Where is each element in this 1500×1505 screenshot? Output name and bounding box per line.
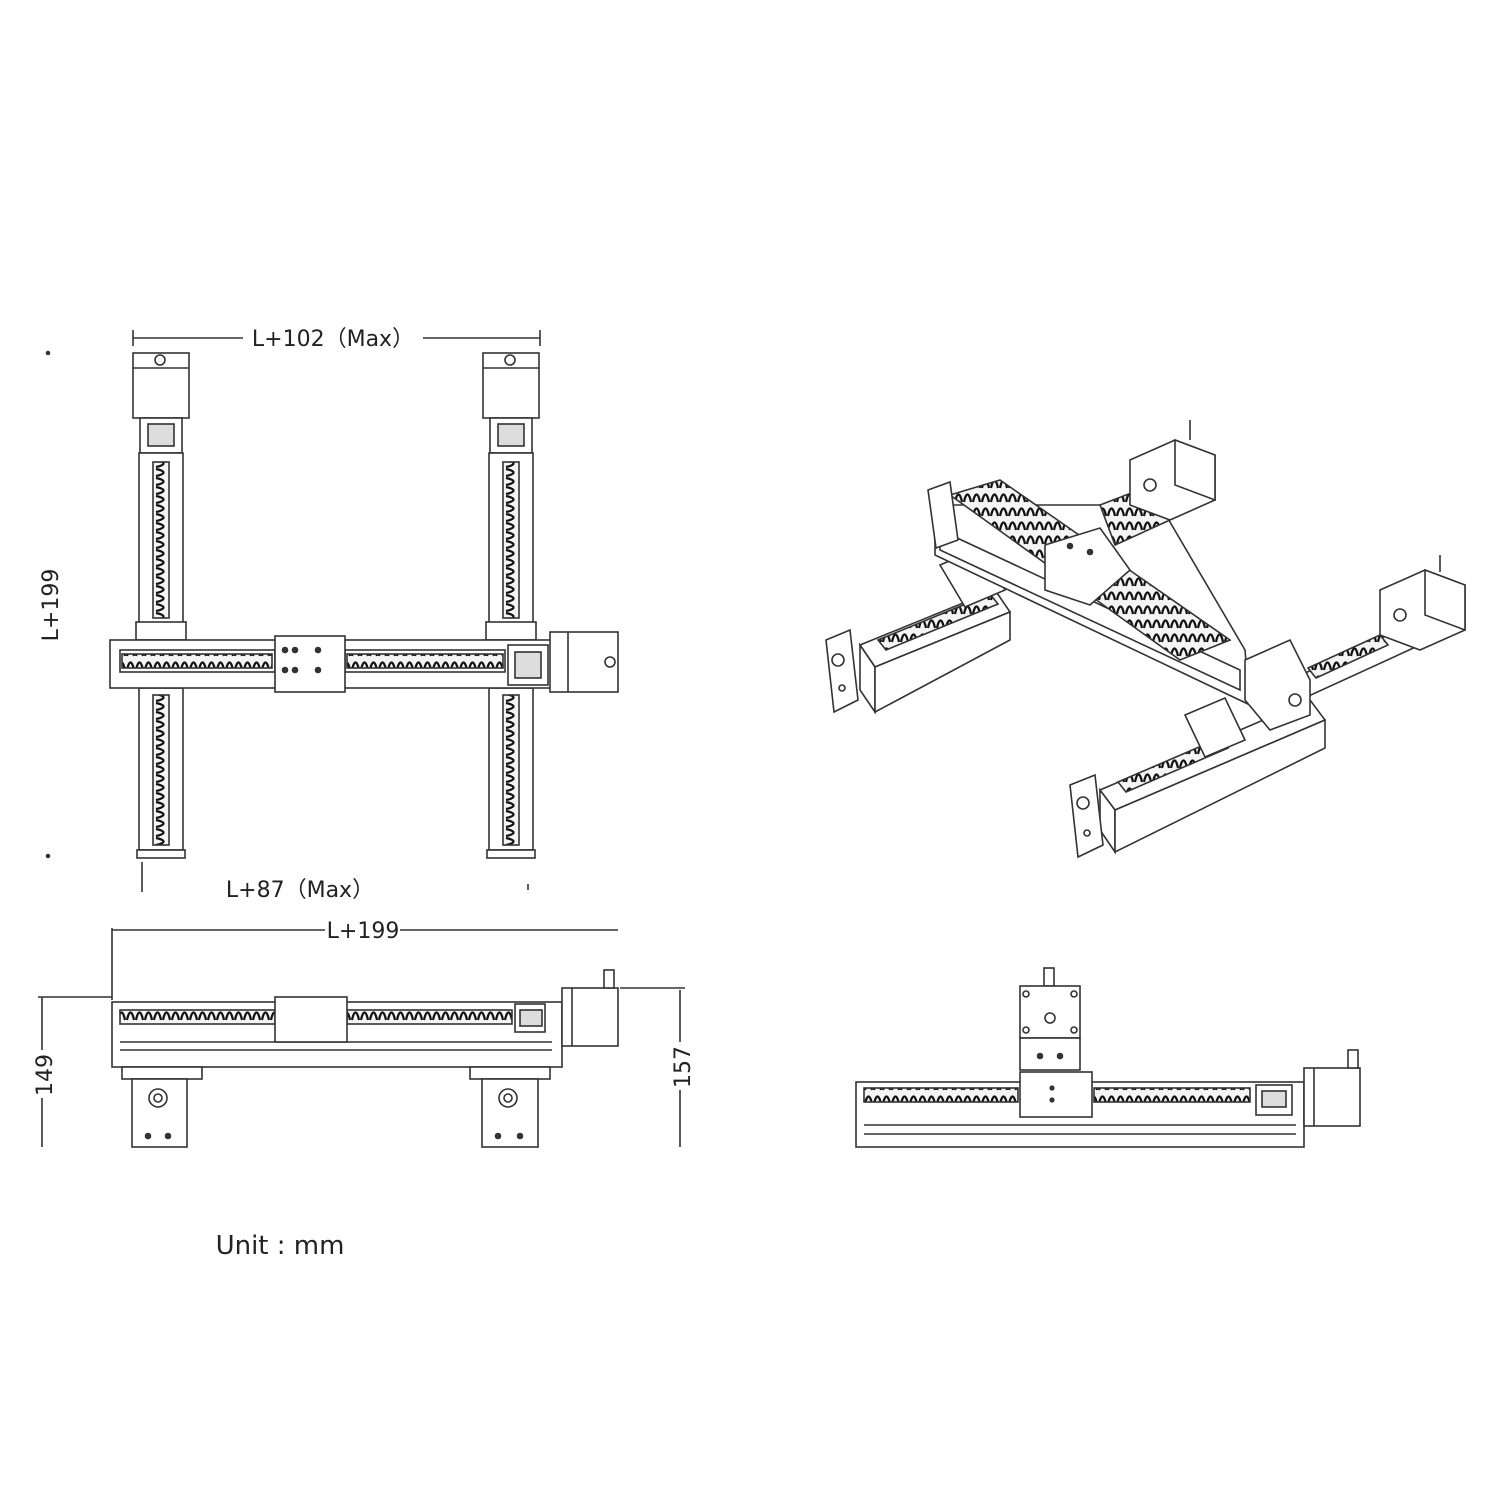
left-slider-block — [135, 621, 187, 641]
front-motor — [1303, 1049, 1361, 1127]
side-left-foot — [121, 1066, 203, 1148]
beam-motor — [549, 631, 619, 693]
iso-rail-left — [825, 546, 1012, 715]
unit-note: Unit : mm — [216, 1231, 345, 1261]
isometric-view — [825, 420, 1466, 859]
left-lower-rail — [136, 687, 186, 859]
front-vertical-motor — [1019, 967, 1081, 1071]
front-rail — [855, 1071, 1305, 1148]
cross-beam — [109, 635, 556, 693]
iso-motor-right — [1379, 555, 1466, 651]
right-lower-rail — [486, 687, 536, 859]
iso-motor-top — [1129, 420, 1216, 521]
iso-motor-beam — [1244, 638, 1311, 731]
left-upper-rail — [138, 452, 184, 624]
side-right-foot — [469, 1066, 551, 1148]
right-slider-block — [485, 621, 537, 641]
side-height-157-label: 157 — [671, 1046, 696, 1088]
side-motor — [561, 969, 619, 1047]
right-upper-rail — [488, 452, 534, 624]
top-width-label: L+102（Max） — [252, 327, 414, 352]
bottom-width-label: L+87（Max） — [226, 878, 374, 903]
dim-tick — [45, 853, 51, 859]
side-height-149-label: 149 — [33, 1054, 58, 1096]
front-view — [855, 967, 1361, 1148]
left-motor — [132, 352, 190, 454]
side-view — [38, 928, 685, 1148]
dim-tick — [45, 350, 51, 356]
side-rail — [111, 996, 563, 1068]
iso-gantry-beam — [927, 478, 1251, 707]
side-length-label: L+199 — [327, 919, 400, 944]
top-view — [45, 330, 619, 892]
left-height-label: L+199 — [39, 569, 64, 642]
right-motor — [482, 352, 540, 454]
